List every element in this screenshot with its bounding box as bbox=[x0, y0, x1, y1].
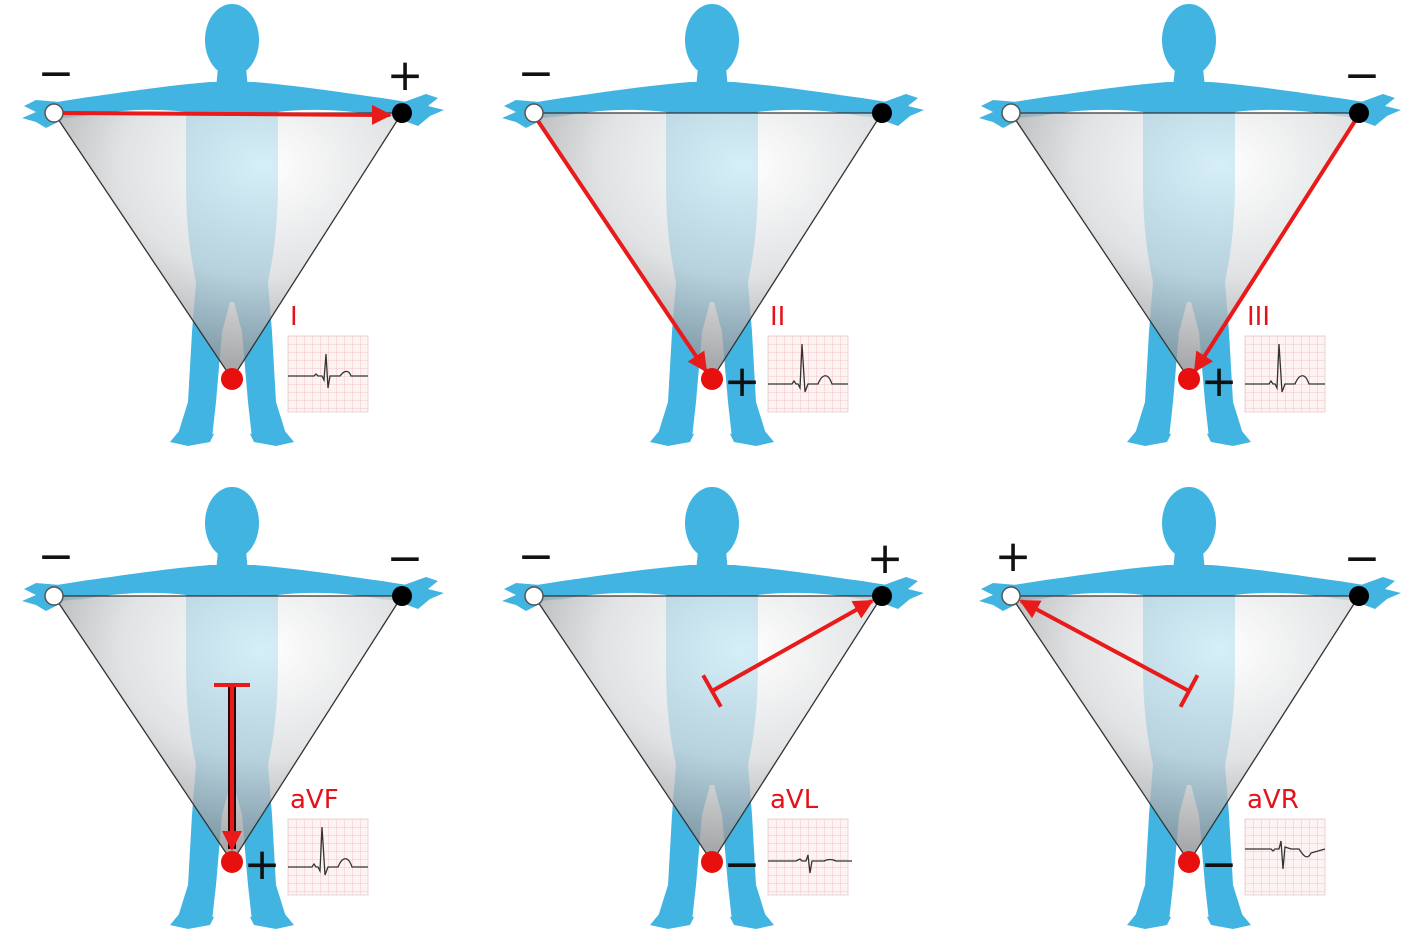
ecg-trace bbox=[288, 353, 368, 389]
ecg-grid bbox=[1244, 818, 1326, 896]
left-arm-electrode bbox=[872, 586, 892, 606]
lead-label: aVF bbox=[290, 785, 339, 815]
ecg-trace bbox=[1245, 840, 1326, 870]
ecg-trace bbox=[768, 343, 848, 393]
left-leg-polarity-sign: − bbox=[1201, 839, 1238, 890]
ecg-grid bbox=[287, 818, 369, 896]
left-arm-polarity-sign: − bbox=[1344, 50, 1381, 101]
right-arm-electrode bbox=[1001, 586, 1021, 606]
ecg-grid bbox=[287, 335, 369, 413]
vector-origin-bar bbox=[701, 674, 723, 708]
left-arm-polarity-sign: + bbox=[387, 50, 424, 101]
right-arm-polarity-sign: − bbox=[38, 48, 75, 99]
left-leg-polarity-sign: + bbox=[724, 356, 761, 407]
left-leg-polarity-sign: + bbox=[1201, 356, 1238, 407]
ecg-strip bbox=[287, 335, 369, 413]
left-leg-electrode bbox=[221, 368, 243, 390]
left-leg-polarity-sign: + bbox=[244, 839, 281, 890]
ecg-grid bbox=[1244, 335, 1326, 413]
right-arm-polarity-sign: − bbox=[518, 531, 555, 582]
lead-label: III bbox=[1247, 302, 1270, 332]
panel-II: − + II bbox=[502, 4, 924, 446]
right-arm-electrode bbox=[1001, 103, 1021, 123]
left-arm-electrode bbox=[1349, 103, 1369, 123]
left-arm-polarity-sign: − bbox=[387, 533, 424, 584]
lead-label: aVR bbox=[1247, 785, 1299, 815]
ecg-strip bbox=[767, 818, 852, 896]
left-leg-electrode bbox=[701, 851, 723, 873]
einthoven-triangle bbox=[1009, 595, 1361, 864]
panel-aVL: −+−aVL bbox=[502, 487, 924, 929]
ecg-trace bbox=[768, 854, 852, 874]
panel-I: − + I bbox=[22, 4, 444, 446]
einthoven-triangle bbox=[532, 595, 884, 864]
left-arm-electrode bbox=[1349, 586, 1369, 606]
left-arm-electrode bbox=[872, 103, 892, 123]
left-arm-electrode bbox=[392, 586, 412, 606]
right-arm-electrode bbox=[524, 586, 544, 606]
lead-vector-arrow bbox=[711, 599, 874, 693]
ecg-strip bbox=[1244, 335, 1326, 413]
right-arm-electrode bbox=[44, 586, 64, 606]
right-arm-polarity-sign: − bbox=[518, 48, 555, 99]
ecg-trace bbox=[1245, 343, 1325, 393]
left-arm-polarity-sign: + bbox=[867, 533, 904, 584]
panel-III: − + III bbox=[979, 4, 1401, 446]
left-leg-electrode bbox=[701, 368, 723, 390]
panel-aVF: − − + aVF bbox=[22, 487, 444, 929]
left-arm-electrode bbox=[392, 103, 412, 123]
lead-label: aVL bbox=[770, 785, 819, 815]
right-arm-electrode bbox=[44, 103, 64, 123]
ecg-grid bbox=[767, 335, 849, 413]
left-leg-electrode bbox=[221, 851, 243, 873]
left-leg-polarity-sign: − bbox=[724, 839, 761, 890]
ecg-strip bbox=[1244, 818, 1326, 896]
ecg-strip bbox=[767, 335, 849, 413]
lead-label: I bbox=[290, 302, 298, 332]
lead-vector-arrow bbox=[1019, 599, 1190, 693]
lead-vector-arrow bbox=[61, 104, 392, 125]
lead-vector-arrow bbox=[536, 119, 708, 373]
ecg-strip bbox=[287, 818, 369, 896]
right-arm-electrode bbox=[524, 103, 544, 123]
left-arm-polarity-sign: − bbox=[1344, 533, 1381, 584]
right-arm-polarity-sign: + bbox=[995, 531, 1032, 582]
ecg-trace bbox=[288, 826, 368, 876]
right-arm-polarity-sign: − bbox=[38, 531, 75, 582]
lead-label: II bbox=[770, 302, 785, 332]
panel-aVR: +−−aVR bbox=[979, 487, 1401, 929]
lead-vector-arrow bbox=[1193, 119, 1357, 373]
left-leg-electrode bbox=[1178, 368, 1200, 390]
left-leg-electrode bbox=[1178, 851, 1200, 873]
vector-origin-bar bbox=[1178, 674, 1200, 708]
